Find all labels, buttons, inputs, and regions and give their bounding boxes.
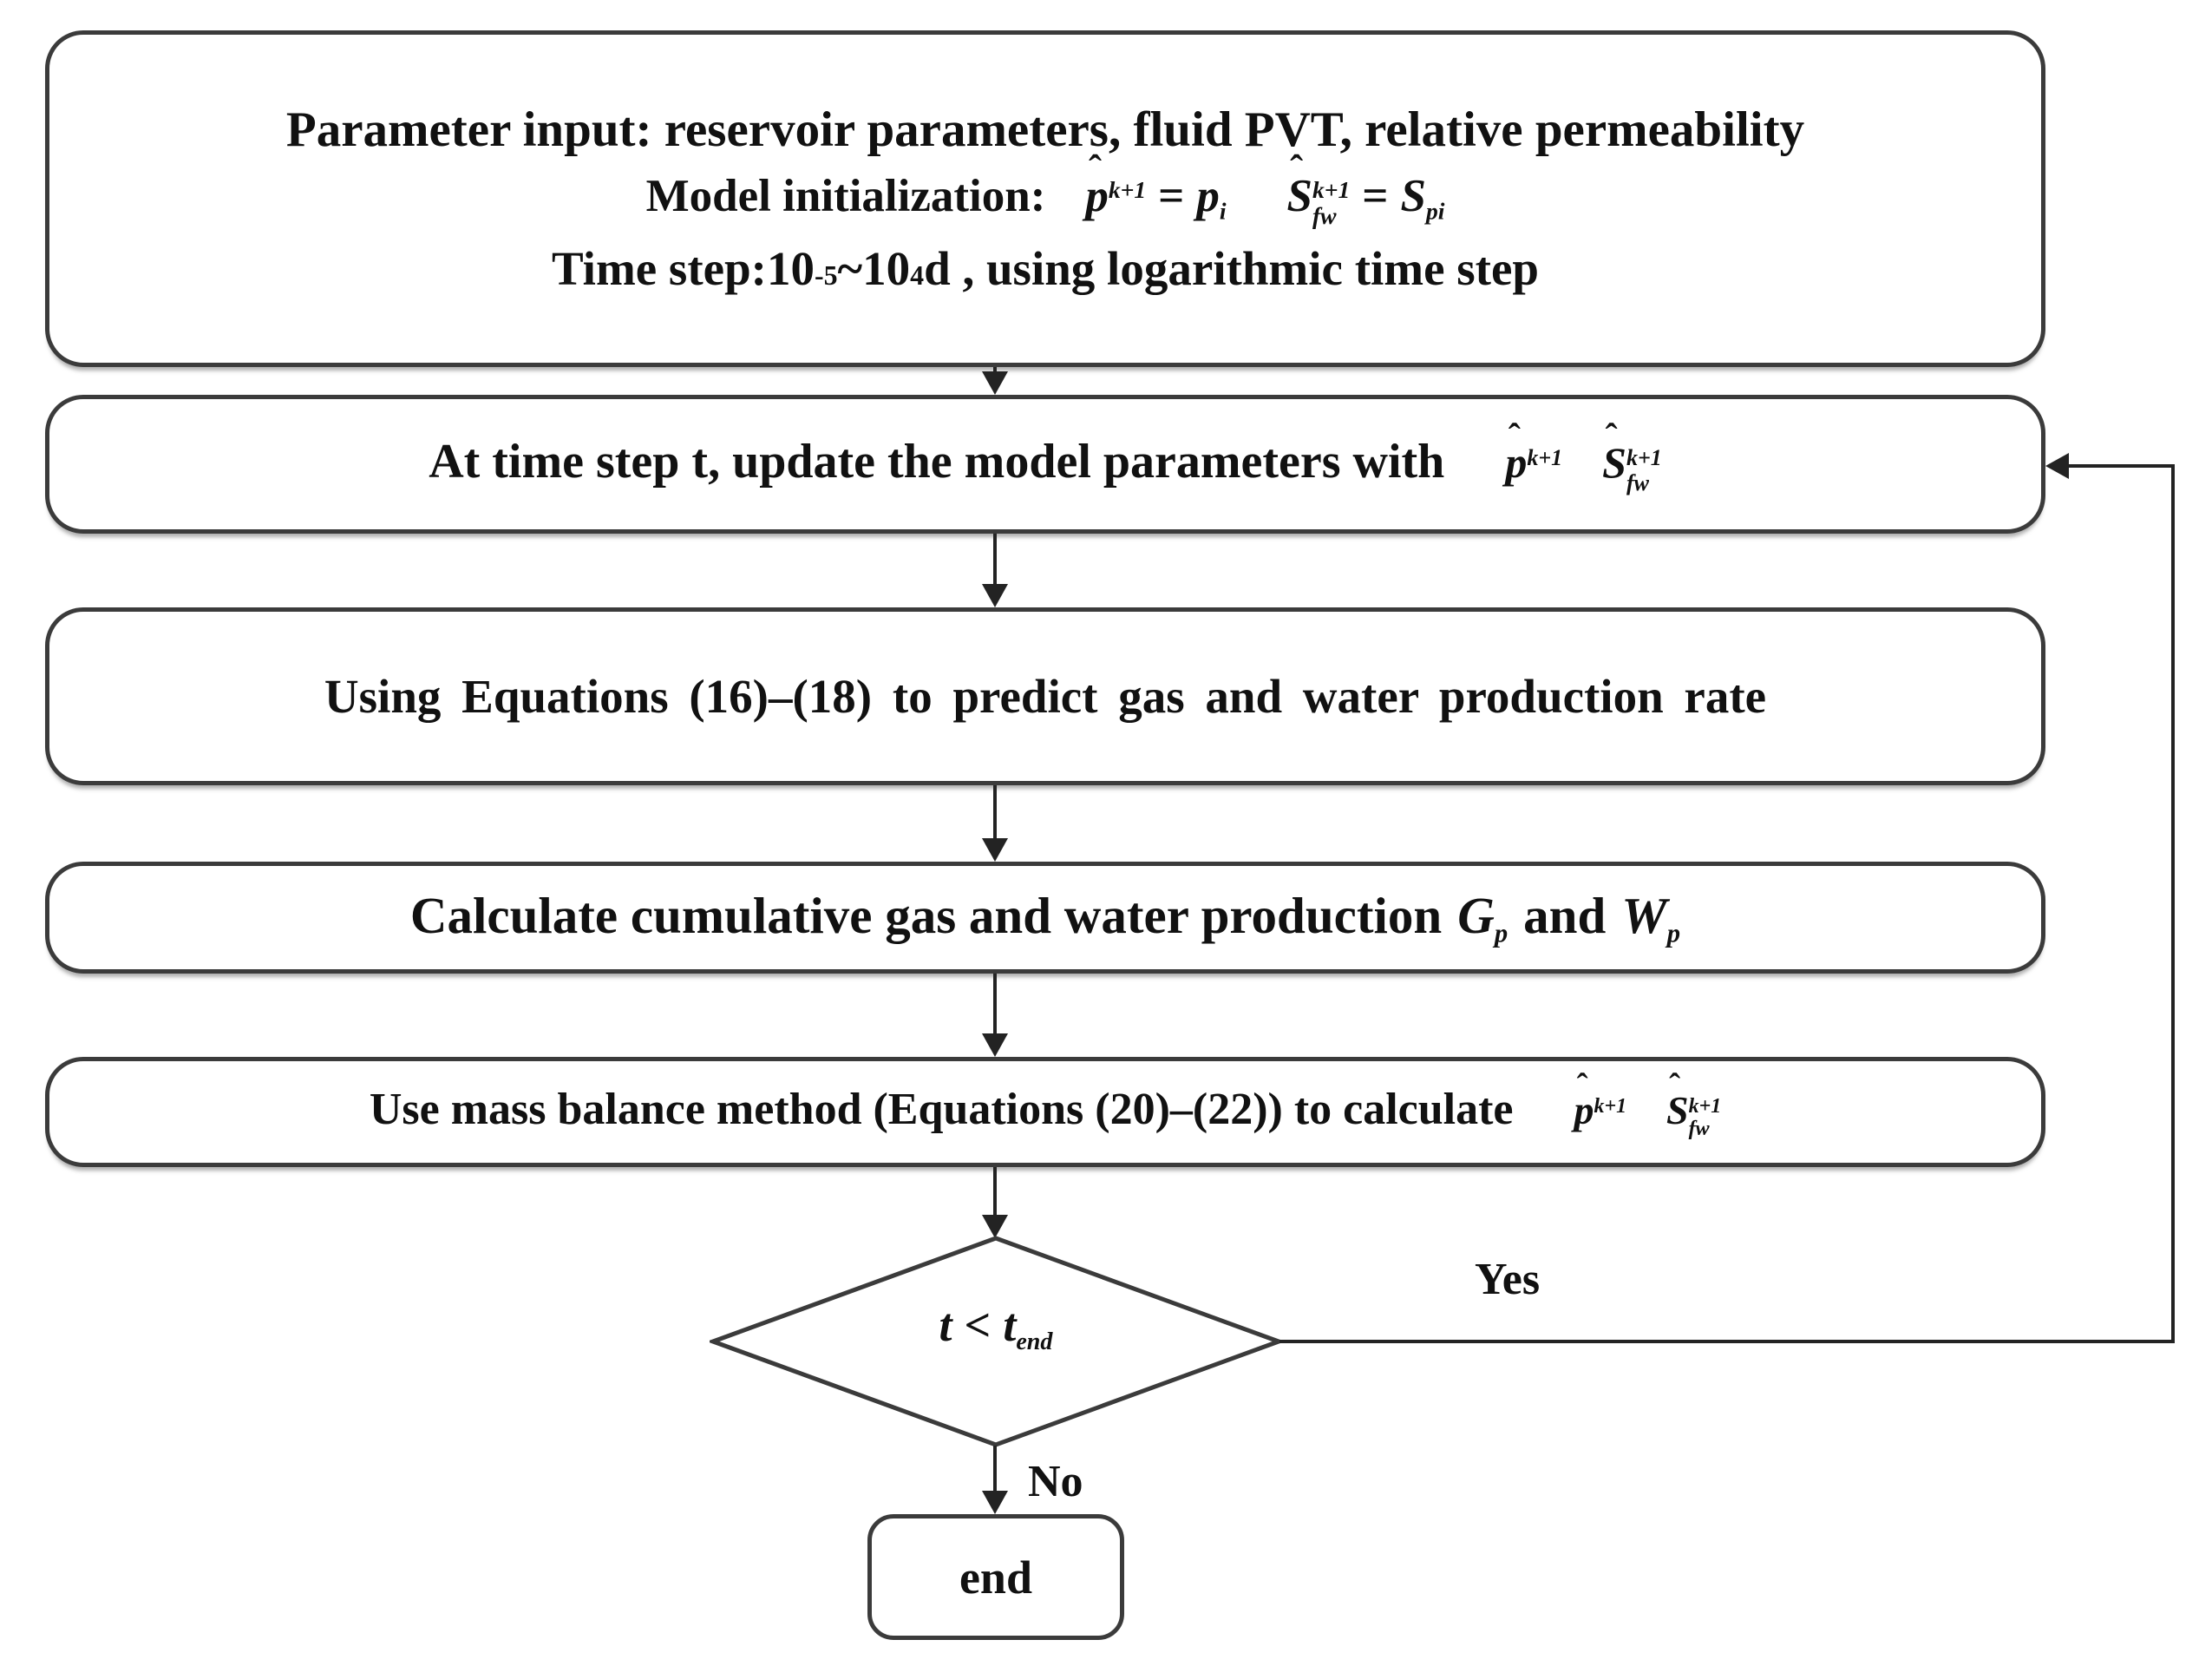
- arrow-5-line: [993, 1167, 997, 1217]
- arrow-4-line: [993, 974, 997, 1034]
- math-t: t: [939, 1299, 952, 1351]
- feedback-line-top: [2066, 464, 2175, 468]
- parameter-input-line1: Parameter input: reservoir parameters, f…: [285, 102, 1805, 157]
- arrow-2-line: [993, 534, 997, 586]
- equals-sign: =: [1362, 170, 1389, 221]
- arrow-2-head: [982, 584, 1008, 607]
- cumulative-production-text: Calculate cumulative gas and water produ…: [409, 887, 1443, 945]
- arrow-4-head: [982, 1033, 1008, 1057]
- no-arrow-head: [982, 1491, 1008, 1514]
- and-label: and: [1523, 887, 1607, 945]
- math-gp: Gp: [1457, 887, 1508, 948]
- arrow-3-line: [993, 785, 997, 841]
- decision-text: t<tend: [822, 1298, 1169, 1356]
- feedback-line-vertical: [2171, 466, 2175, 1343]
- update-parameters-text: At time step t, update the model paramet…: [429, 435, 1445, 489]
- end-node: end: [867, 1514, 1124, 1640]
- yes-label: Yes: [1475, 1255, 1541, 1304]
- feedback-line-bottom: [1279, 1340, 2175, 1343]
- box-update-parameters: At time step t, update the model paramet…: [45, 395, 2045, 534]
- box-cumulative-production: Calculate cumulative gas and water produ…: [45, 862, 2045, 974]
- no-arrow-line: [993, 1446, 997, 1494]
- box-parameter-input: Parameter input: reservoir parameters, f…: [45, 30, 2045, 367]
- math-p-initial: pi: [1196, 170, 1227, 225]
- decision-diamond: [710, 1236, 1282, 1447]
- arrow-1-head: [982, 371, 1008, 395]
- predict-production-text: Using Equations (16)–(18) to predict gas…: [324, 670, 1767, 723]
- no-label: No: [1028, 1457, 1083, 1506]
- box-mass-balance: Use mass balance method (Equations (20)–…: [45, 1057, 2045, 1167]
- equals-sign: =: [1158, 170, 1185, 221]
- math-wp: Wp: [1621, 887, 1681, 948]
- math-s-initial: Spi: [1400, 170, 1445, 225]
- feedback-arrow-head: [2045, 453, 2069, 479]
- math-t-end: tend: [1003, 1299, 1053, 1355]
- model-init-label: Model initialization:: [645, 170, 1046, 221]
- box-predict-production: Using Equations (16)–(18) to predict gas…: [45, 607, 2045, 785]
- mass-balance-text: Use mass balance method (Equations (20)–…: [369, 1084, 1514, 1134]
- arrow-5-head: [982, 1215, 1008, 1238]
- end-label: end: [959, 1551, 1033, 1604]
- arrow-3-head: [982, 838, 1008, 862]
- less-than-sign: <: [964, 1299, 991, 1351]
